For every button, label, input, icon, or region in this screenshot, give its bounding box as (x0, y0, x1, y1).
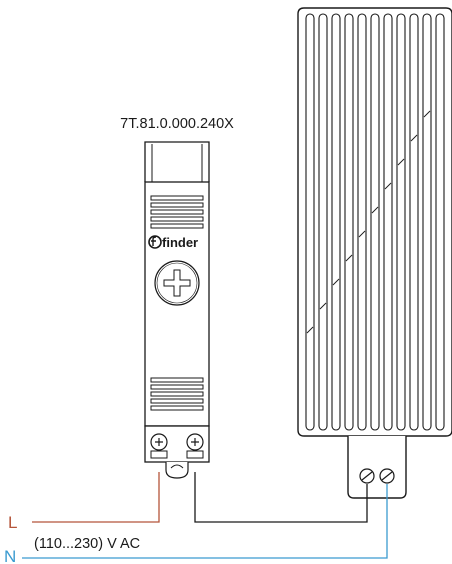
heater (297, 7, 452, 499)
fin-tick (345, 254, 353, 262)
fin-tick (384, 182, 392, 190)
link-wire (194, 472, 368, 523)
heater-fins (305, 13, 445, 431)
heater-terminal-right (379, 468, 395, 484)
heater-fin (305, 13, 315, 431)
din-clip (165, 462, 189, 479)
thermostat-terminal-left (150, 433, 168, 459)
heater-fin (396, 13, 406, 431)
wires (22, 472, 388, 559)
fin-tick (358, 230, 366, 238)
model-label: 7T.81.0.000.240X (120, 116, 234, 132)
heater-terminal-left (359, 468, 375, 484)
heater-fin (409, 13, 419, 431)
heater-fin (370, 13, 380, 431)
adjustment-dial (154, 260, 200, 306)
heater-terminal-block (347, 436, 407, 499)
thermostat: finder (144, 141, 210, 479)
fin-tick (423, 110, 431, 118)
fin-tick (410, 134, 418, 142)
heater-fin (318, 13, 328, 431)
fin-tick (319, 302, 327, 310)
fin-tick (397, 158, 405, 166)
dial-cross-icon (163, 269, 191, 297)
fin-tick (332, 278, 340, 286)
line-label: L (8, 513, 17, 532)
neutral-label: N (4, 547, 16, 564)
heater-fin (435, 13, 445, 431)
fin-tick (306, 326, 314, 334)
heater-fin (344, 13, 354, 431)
bottom-vent (150, 377, 204, 411)
voltage-label: (110...230) V AC (34, 536, 140, 552)
brand-label: finder (162, 235, 198, 250)
thermostat-top-cap (144, 141, 210, 182)
thermostat-terminal-right (186, 433, 204, 459)
top-vent (150, 195, 204, 229)
heater-fin (357, 13, 367, 431)
finder-logo: finder (148, 235, 198, 250)
heater-fin (422, 13, 432, 431)
fin-tick (371, 206, 379, 214)
heater-fin (331, 13, 341, 431)
heater-fin (383, 13, 393, 431)
line-wire (32, 472, 160, 523)
neutral-wire (22, 484, 388, 559)
